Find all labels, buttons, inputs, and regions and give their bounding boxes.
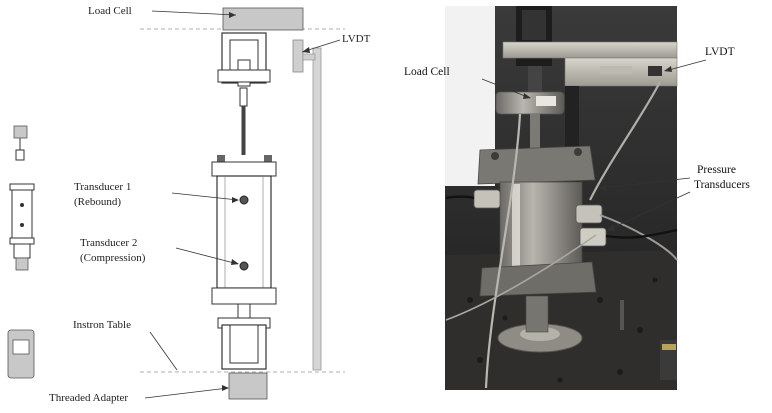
label-transducers: Transducers <box>694 179 750 191</box>
photo-leaders <box>481 59 707 231</box>
label-transducer-2-type: (Compression) <box>80 252 146 264</box>
label-pressure: Pressure <box>697 164 736 176</box>
small-damper-side-view <box>9 125 35 271</box>
small-adapter-view <box>7 329 35 379</box>
schematic-threaded-adapter <box>228 372 268 400</box>
schematic-lvdt-column <box>312 47 322 371</box>
label-transducer-1-type: (Rebound) <box>74 196 121 208</box>
label-transducer-2: Transducer 2 <box>80 237 137 249</box>
label-lvdt-photo: LVDT <box>705 46 735 58</box>
label-load-cell-photo: Load Cell <box>404 66 450 78</box>
schematic-transducer-1 <box>239 195 249 205</box>
schematic-leaders <box>144 10 341 399</box>
photo-pressure-transducer-upper <box>575 204 603 224</box>
test-rig-photo <box>445 6 678 390</box>
schematic-diagram <box>140 7 345 400</box>
label-lvdt-schematic: LVDT <box>342 33 371 45</box>
schematic-transducer-2 <box>239 261 249 271</box>
schematic-load-cell <box>222 7 304 31</box>
label-instron-table: Instron Table <box>73 319 131 331</box>
label-transducer-1: Transducer 1 <box>74 181 131 193</box>
label-load-cell-schematic: Load Cell <box>88 5 132 17</box>
schematic-lvdt-body <box>292 39 304 73</box>
label-threaded-adapter: Threaded Adapter <box>49 392 128 404</box>
